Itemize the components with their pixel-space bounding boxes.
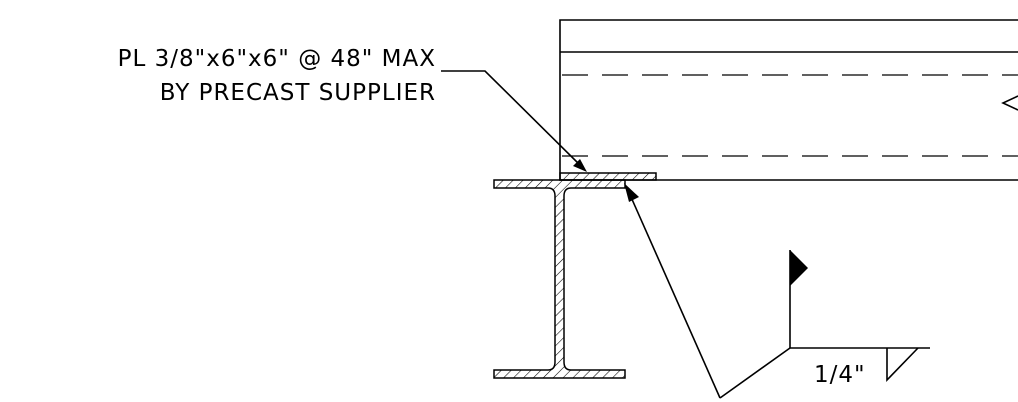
supplier-note-label: BY PRECAST SUPPLIER xyxy=(160,80,436,106)
embed-plate xyxy=(559,172,657,181)
precast-member-outline xyxy=(559,19,1018,181)
field-weld-flag-icon xyxy=(790,250,808,286)
weld-leader-elbow xyxy=(719,347,791,399)
weld-size-label: 1/4" xyxy=(814,362,866,388)
plate-spec-label: PL 3/8"x6"x6" @ 48" MAX xyxy=(118,46,436,72)
plate-callout-leader xyxy=(441,70,587,172)
plate-leader-arrowhead xyxy=(573,159,587,172)
weld-arrow-line xyxy=(626,187,721,399)
steel-beam-section xyxy=(493,179,626,379)
precast-member xyxy=(559,19,1018,181)
fillet-weld-symbol-icon xyxy=(886,347,919,382)
plate-leader-line xyxy=(441,70,585,170)
section-cut-mark xyxy=(1001,95,1018,111)
weld-arrowhead xyxy=(624,183,639,202)
weld-symbol: 1/4" xyxy=(624,183,930,399)
